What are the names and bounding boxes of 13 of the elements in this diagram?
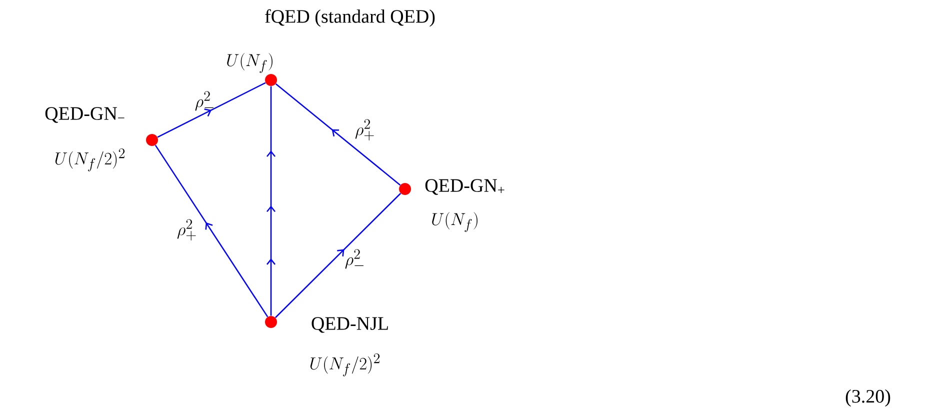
node-label: QED-GN$_{+}$ [425, 179, 504, 195]
node-label: $U(N_f/2)^2$ [55, 148, 125, 172]
node-label: fQED (standard QED) [265, 9, 435, 27]
edge-label: $\rho_+^2$ [177, 219, 196, 240]
node-label: $U(N_f/2)^2$ [310, 354, 380, 376]
edge-label: $\rho_-^2$ [345, 249, 364, 269]
node-label: $U(N_f)$ [227, 53, 272, 74]
edge-label: $\rho_+^2$ [355, 119, 374, 140]
node-label: $U(N_f)$ [432, 212, 478, 232]
node-label: QED-NJL [312, 317, 388, 333]
node-label: QED-GN$_{−}$ [45, 107, 124, 123]
equation-number: (3.20) [846, 389, 890, 407]
edge-label: $\rho_-^2$ [195, 91, 214, 111]
